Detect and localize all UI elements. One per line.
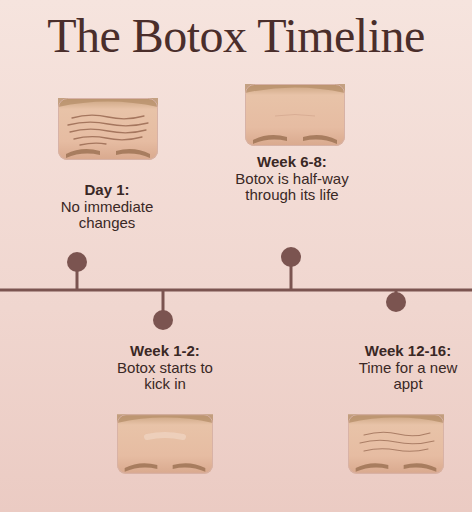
timeline-axis [0,289,472,292]
wrinkle-line [68,122,148,126]
wrinkle-line [275,115,315,117]
forehead-shine [147,435,183,437]
milestone-heading: Day 1: [53,182,161,199]
wrinkle-line [80,143,106,145]
wrinkle-line [70,129,146,133]
shine-line [147,435,183,437]
timeline-dot [67,252,87,272]
timeline-dot [153,310,173,330]
milestone-description: No immediate changes [53,199,161,232]
milestone-heading: Week 12-16: [358,343,459,360]
forehead-photo [348,414,444,474]
milestone-heading: Week 1-2: [111,343,219,360]
timeline-milestone: Week 6-8:Botox is half-way through its l… [217,154,367,204]
wrinkle-line [360,440,434,444]
forehead-wrinkles [68,115,148,145]
milestone-heading: Week 6-8: [219,154,365,171]
wrinkle-line [364,432,430,436]
forehead-photo [245,84,345,146]
wrinkle-line [74,137,142,140]
forehead-photo [117,414,213,474]
timeline-milestone: Week 1-2:Botox starts to kick in [109,343,221,393]
wrinkle-line [72,115,144,119]
timeline-dot [386,292,406,312]
timeline-dot [281,247,301,267]
diagram-title: The Botox Timeline [0,10,472,63]
milestone-description: Botox starts to kick in [111,360,219,393]
milestone-description: Time for a new appt [358,360,459,393]
forehead-wrinkles [275,115,315,117]
timeline-milestone: Day 1:No immediate changes [51,182,163,232]
wrinkle-line [364,449,428,452]
forehead-photo [58,98,158,160]
timeline-milestone: Week 12-16:Time for a new appt [356,343,461,393]
milestone-description: Botox is half-way through its life [219,171,365,204]
forehead-wrinkles [360,432,434,451]
